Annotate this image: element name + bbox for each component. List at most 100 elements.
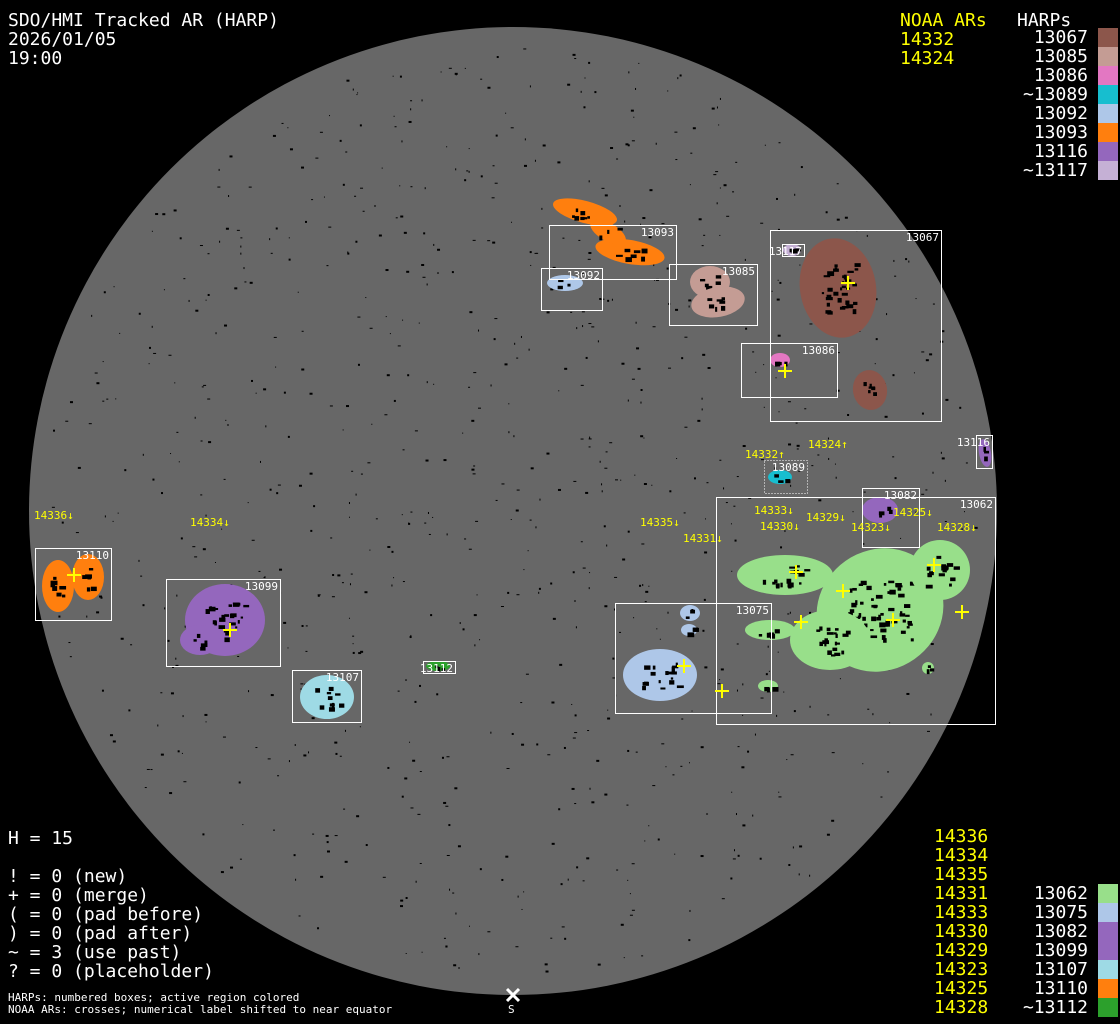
- harp-box-label: 13099: [245, 580, 278, 593]
- harp-box-13082[interactable]: [862, 488, 920, 548]
- harp-label: ~13112: [1022, 997, 1088, 1018]
- noaa-label: 14323↓: [851, 521, 891, 534]
- harp-box-13089[interactable]: [764, 460, 808, 494]
- harp-box-label: 13116: [957, 436, 990, 449]
- harp-box-13117[interactable]: [782, 244, 805, 257]
- noaa-item: 14335: [934, 864, 989, 885]
- harp-box-13067[interactable]: [770, 230, 942, 422]
- south-label: S: [508, 1003, 515, 1016]
- harp-box-label: 13107: [326, 671, 359, 684]
- harp-label: 13116: [1033, 141, 1088, 162]
- noaa-cross-icon: [715, 684, 729, 698]
- noaa-item: 14323: [934, 959, 989, 980]
- map-time: 19:00: [8, 48, 63, 69]
- noaa-item: 14329: [934, 940, 989, 961]
- harp-label: 13086: [1033, 65, 1088, 86]
- noaa-cross-icon: [841, 276, 855, 290]
- noaa-item: 14331: [934, 883, 989, 904]
- harps-legend-item: 13093: [1023, 123, 1118, 142]
- status-count-line: + = 0 (merge): [8, 885, 149, 906]
- harp-box-13112[interactable]: [423, 661, 456, 674]
- harp-box-label: 13093: [641, 226, 674, 239]
- noaa-label: 14328↓: [937, 521, 977, 534]
- active-region-13082: [862, 497, 898, 523]
- harps-legend-item: ~13089: [1023, 85, 1118, 104]
- noaa-item: 14325: [934, 978, 989, 999]
- noaa-label: 14336↓: [34, 509, 74, 522]
- harp-color-swatch: [1098, 960, 1118, 979]
- harp-count: H = 15: [8, 828, 74, 849]
- noaa-label: 14324↑: [808, 438, 848, 451]
- harps-legend-item: ~13117: [1023, 161, 1118, 180]
- harps-legend-item: 13110: [1023, 979, 1118, 998]
- active-region-13067: [852, 370, 888, 410]
- harp-label: ~13117: [1022, 160, 1088, 181]
- active-region-13075: [680, 605, 700, 621]
- harp-box-label: 13117: [769, 245, 802, 258]
- harp-box-label: 13112: [420, 662, 453, 675]
- harps-legend-title: HARPs: [1017, 10, 1072, 31]
- status-count-line: ! = 0 (new): [8, 866, 128, 887]
- south-pole-marker-icon: [505, 987, 521, 1003]
- harp-box-13107[interactable]: [292, 670, 362, 723]
- harp-box-13075[interactable]: [615, 603, 772, 714]
- noaa-label: 14334↓: [190, 516, 230, 529]
- harp-box-label: 13082: [884, 489, 917, 502]
- noaa-label: 14329↓: [806, 511, 846, 524]
- active-region-13062: [745, 620, 795, 640]
- harp-label: 13082: [1033, 921, 1088, 942]
- harps-legend-item: 13082: [1023, 922, 1118, 941]
- noaa-label: 14332↑: [745, 448, 785, 461]
- harps-legend-item: 13092: [1023, 104, 1118, 123]
- harp-box-13110[interactable]: [35, 548, 112, 621]
- harp-box-label: 13075: [736, 604, 769, 617]
- status-count-line: ( = 0 (pad before): [8, 904, 204, 925]
- harp-color-swatch: [1098, 922, 1118, 941]
- active-region-13075: [623, 649, 697, 701]
- harp-color-swatch: [1098, 998, 1118, 1017]
- active-region-13062: [910, 540, 970, 600]
- noaa-label: 14333↓: [754, 504, 794, 517]
- harp-label: 13062: [1033, 883, 1088, 904]
- harp-label: 13092: [1033, 103, 1088, 124]
- harp-box-13092[interactable]: [541, 268, 603, 311]
- noaa-cross-icon: [677, 659, 691, 673]
- noaa-cross-icon: [67, 568, 81, 582]
- noaa-label: 14330↓: [760, 520, 800, 533]
- footnote-noaa: NOAA ARs: crosses; numerical label shift…: [8, 1003, 393, 1016]
- harp-color-swatch: [1098, 28, 1118, 47]
- status-counts: ! = 0 (new)+ = 0 (merge)( = 0 (pad befor…: [8, 867, 214, 981]
- harp-label: 13085: [1033, 46, 1088, 67]
- harp-color-swatch: [1098, 161, 1118, 180]
- active-region-13085: [691, 286, 745, 318]
- noaa-item: 14324: [900, 48, 955, 69]
- noaa-label: 14325↓: [893, 506, 933, 519]
- harp-box-13086[interactable]: [741, 343, 838, 398]
- harp-box-13099[interactable]: [166, 579, 281, 667]
- harp-box-label: 13086: [802, 344, 835, 357]
- noaa-cross-icon: [223, 623, 237, 637]
- harp-box-label: 13062: [960, 498, 993, 511]
- harp-label: ~13089: [1022, 84, 1088, 105]
- harp-box-label: 13089: [772, 461, 805, 474]
- harp-label: 13099: [1033, 940, 1088, 961]
- noaa-item: 14334: [934, 845, 989, 866]
- status-count-line: ) = 0 (pad after): [8, 923, 193, 944]
- harp-label: 13067: [1033, 27, 1088, 48]
- harp-box-13093[interactable]: [549, 225, 677, 280]
- harp-color-swatch: [1098, 123, 1118, 142]
- map-title: SDO/HMI Tracked AR (HARP): [8, 10, 279, 31]
- harp-box-13116[interactable]: [976, 435, 993, 469]
- active-region-13099: [180, 625, 220, 655]
- harp-box-13085[interactable]: [669, 264, 758, 326]
- solar-disk: [29, 27, 997, 995]
- noaa-item: 14336: [934, 826, 989, 847]
- harp-box-13062[interactable]: [716, 497, 996, 725]
- active-region-13107: [300, 675, 354, 719]
- noaa-item: 14333: [934, 902, 989, 923]
- harp-box-label: 13092: [567, 269, 600, 282]
- harps-legend-item: 13062: [1023, 884, 1118, 903]
